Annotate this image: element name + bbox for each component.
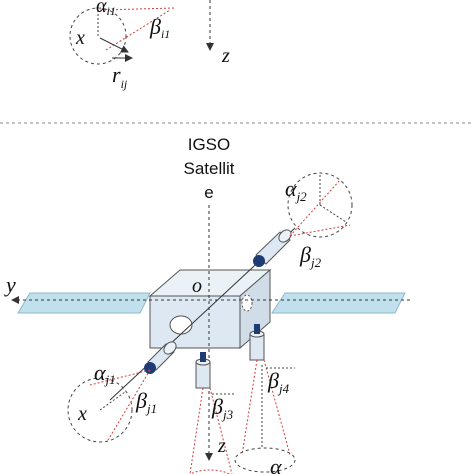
upper-thruster-arm xyxy=(253,229,292,267)
thruster-j3 xyxy=(195,352,211,389)
red-j1-2 xyxy=(107,369,151,441)
satellite-title-line-2: Satellit xyxy=(183,159,234,178)
top-alpha-circle xyxy=(69,7,127,65)
red-j3-2 xyxy=(209,387,233,474)
top-red-line-1 xyxy=(99,7,176,11)
lower-thruster-arm xyxy=(144,341,177,374)
top-x-label: x xyxy=(75,27,85,49)
x-label-bottom: x xyxy=(77,403,87,425)
beta-j2-label: βj2 xyxy=(299,242,322,270)
top-panel: αi1 βi1 x rij z xyxy=(69,0,230,91)
top-alpha-label: αi1 xyxy=(96,0,116,18)
top-z-label: z xyxy=(221,45,230,67)
alpha-j1-circle xyxy=(67,377,133,443)
top-beta-label: βi1 xyxy=(149,14,170,41)
body-port-1 xyxy=(169,315,193,335)
alpha-j2-spoke-1 xyxy=(319,204,347,223)
upper-thruster-nozzle xyxy=(253,255,265,267)
z-label-bottom: z xyxy=(217,435,226,457)
bottom-cone-ellipse xyxy=(234,447,296,473)
bottom-j3-ellipse xyxy=(190,469,230,474)
alpha-j1-spoke-1 xyxy=(99,391,126,411)
red-j2-1 xyxy=(289,179,341,237)
right-solar-panel xyxy=(271,292,406,314)
alpha-j2-label: αj2 xyxy=(285,176,307,204)
red-j4-1 xyxy=(241,359,258,456)
body-front-face xyxy=(149,295,241,349)
bottom-panel: IGSO Satellit e xyxy=(4,135,410,474)
red-j3-1 xyxy=(189,387,204,474)
origin-label: o xyxy=(192,275,202,297)
lower-thruster-nozzle xyxy=(144,362,156,374)
body-port-2 xyxy=(241,294,253,312)
beta-j4-label: βj4 xyxy=(267,368,290,396)
satellite-title-line-3: e xyxy=(204,183,213,202)
top-r-arrow xyxy=(99,37,129,53)
top-red-line-2 xyxy=(105,9,171,51)
alpha-j2-circle xyxy=(287,172,353,238)
body-side-face xyxy=(239,268,271,350)
beta-j3-label: βj3 xyxy=(211,394,234,422)
top-r-label: rij xyxy=(112,62,128,91)
satellite-title-line-1: IGSO xyxy=(188,135,231,154)
alpha-j1-label: αj1 xyxy=(94,360,116,387)
y-label: y xyxy=(4,272,16,297)
beta-j1-label: βj1 xyxy=(135,388,157,416)
left-solar-panel xyxy=(17,292,151,314)
alpha-bottom-label: α xyxy=(270,454,282,474)
red-j4-2 xyxy=(263,359,291,456)
